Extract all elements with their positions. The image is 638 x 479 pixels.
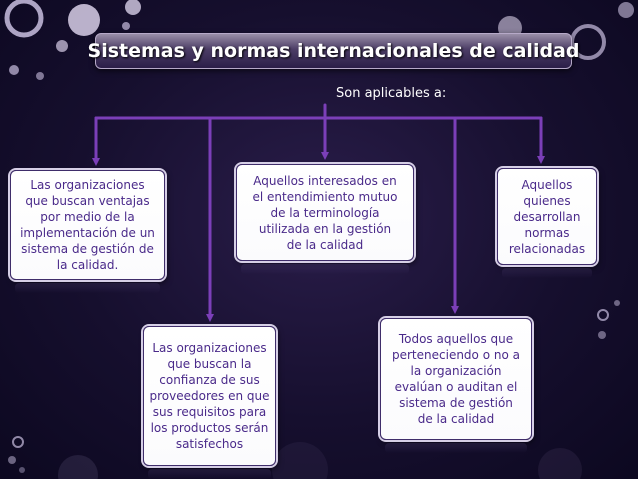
box-text: Las organizaciones que buscan ventajas p…	[20, 178, 155, 272]
box-text: Aquellos quienes desarrollan normas rela…	[508, 177, 586, 256]
box-evaluan-auditan: Todos aquellos que perteneciendo o no a …	[380, 318, 532, 453]
box-text: Las organizaciones que buscan la confian…	[149, 341, 270, 451]
box-organizaciones-ventajas: Las organizaciones que buscan ventajas p…	[10, 170, 165, 293]
box-text: Todos aquellos que perteneciendo o no a …	[392, 332, 520, 426]
title-bar: Sistemas y normas internacionales de cal…	[88, 33, 579, 69]
box-desarrollan-normas: Aquellos quienes desarrollan normas rela…	[497, 168, 597, 278]
box-text: Aquellos interesados en el entendimiento…	[252, 173, 398, 252]
box-organizaciones-confianza: Las organizaciones que buscan la confian…	[143, 326, 276, 479]
page-title: Sistemas y normas internacionales de cal…	[87, 40, 580, 62]
box-interesados-terminologia: Aquellos interesados en el entendimiento…	[236, 164, 414, 274]
subtitle-label: Son aplicables a:	[336, 86, 447, 101]
